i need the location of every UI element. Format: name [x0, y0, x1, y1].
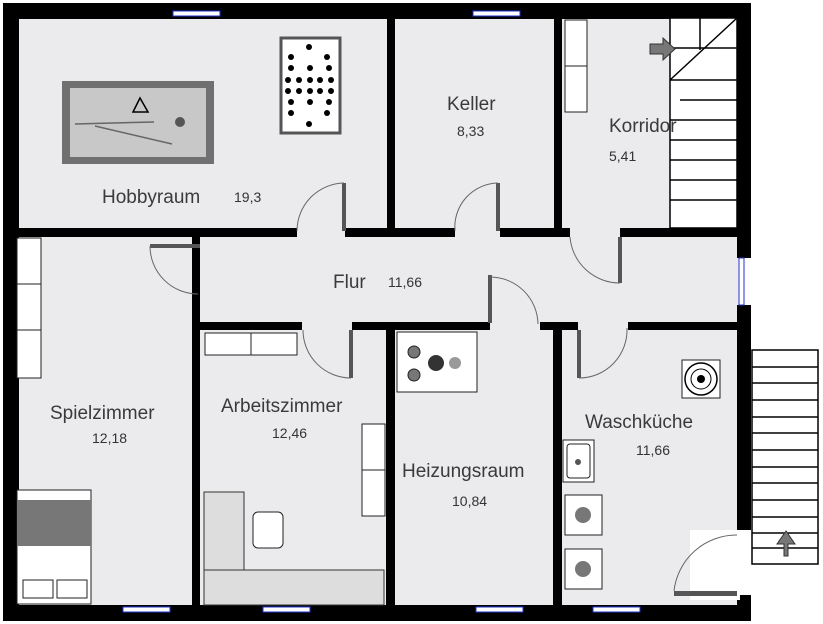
room-label-heizungsraum: Heizungsraum: [402, 461, 525, 482]
shelves: [16, 19, 588, 517]
washing-machine-icon: [564, 494, 603, 536]
pool-table-icon: [62, 81, 214, 164]
room-area-spielzimmer: 12,18: [92, 430, 127, 446]
windows: [122, 10, 745, 613]
room-area-waschkueche: 11,66: [636, 442, 670, 458]
room-label-spielzimmer: Spielzimmer: [50, 403, 155, 424]
room-area-arbeitszimmer: 12,46: [272, 425, 307, 441]
room-area-hobbyraum: 19,3: [234, 189, 261, 205]
interior-walls: [15, 16, 738, 607]
room-label-keller: Keller: [447, 94, 496, 115]
room-area-flur: 11,66: [388, 274, 422, 290]
foosball-table-icon: [279, 36, 342, 135]
room-label-korridor: Korridor: [609, 116, 677, 137]
boiler-icon: [396, 331, 478, 393]
korridor-stairs: [649, 17, 738, 229]
room-label-hobbyraum: Hobbyraum: [102, 187, 200, 208]
room-label-waschkueche: Waschküche: [585, 412, 693, 433]
stairs-up-arrow-icon: [776, 530, 796, 557]
room-area-korridor: 5,41: [609, 148, 636, 164]
bed-icon: [16, 489, 92, 605]
outside-stairs: [751, 349, 819, 565]
sink-icon: [562, 439, 595, 483]
room-area-keller: 8,33: [457, 123, 484, 139]
desk-icon: [203, 491, 385, 606]
room-label-flur: Flur: [333, 272, 366, 293]
doors: [149, 182, 738, 596]
stairs-arrow-icon: [649, 36, 676, 62]
room-area-heizungsraum: 10,84: [452, 493, 487, 509]
chair-icon: [252, 511, 284, 549]
fan-icon: [681, 359, 721, 399]
dryer-icon: [564, 548, 603, 590]
room-label-arbeitszimmer: Arbeitszimmer: [221, 396, 343, 417]
